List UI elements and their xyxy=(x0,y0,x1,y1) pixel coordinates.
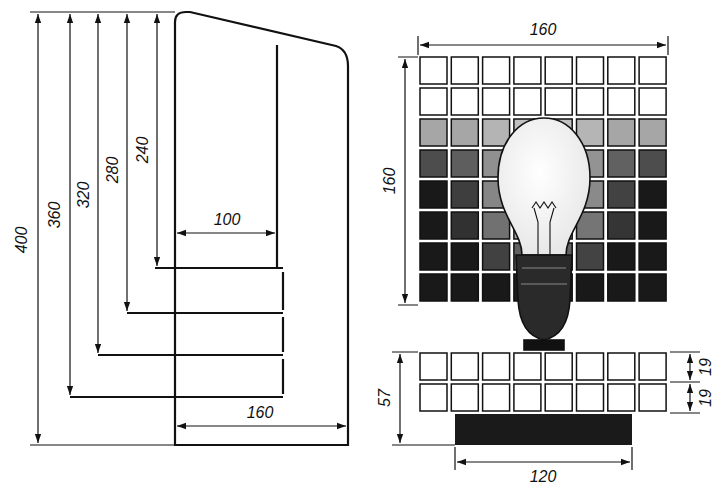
tile xyxy=(451,150,478,177)
tile xyxy=(608,384,635,411)
tile xyxy=(577,353,604,380)
tile xyxy=(608,212,635,239)
tile xyxy=(514,384,541,411)
base-block xyxy=(455,414,632,445)
tile xyxy=(639,243,666,270)
tile xyxy=(451,181,478,208)
tile xyxy=(483,119,510,146)
tile xyxy=(483,88,510,115)
tile xyxy=(451,212,478,239)
tile xyxy=(420,57,447,84)
side-profile xyxy=(70,12,348,445)
tile xyxy=(483,274,510,301)
tile xyxy=(420,274,447,301)
dimension-label: 120 xyxy=(530,469,557,485)
tile xyxy=(451,384,478,411)
tile xyxy=(483,353,510,380)
tile xyxy=(451,274,478,301)
tile xyxy=(483,384,510,411)
tile xyxy=(639,57,666,84)
tile xyxy=(420,150,447,177)
dimension-label: 360 xyxy=(47,202,63,229)
dimension-label: 280 xyxy=(105,157,121,184)
dimension-label: 100 xyxy=(214,212,241,228)
dimension-label: 19 xyxy=(698,358,714,376)
tile xyxy=(639,384,666,411)
tile xyxy=(483,57,510,84)
tile xyxy=(420,212,447,239)
tile xyxy=(608,274,635,301)
tile xyxy=(451,353,478,380)
tile xyxy=(608,150,635,177)
tile xyxy=(420,119,447,146)
light-bulb xyxy=(498,118,590,350)
tile xyxy=(577,274,604,301)
tile xyxy=(420,243,447,270)
tile xyxy=(577,57,604,84)
tile xyxy=(577,243,604,270)
tile xyxy=(639,150,666,177)
tile xyxy=(420,181,447,208)
tile xyxy=(608,353,635,380)
tile xyxy=(451,88,478,115)
dimension-label: 160 xyxy=(382,168,398,195)
tile xyxy=(577,88,604,115)
tile xyxy=(545,353,572,380)
tile xyxy=(451,243,478,270)
dimension-label: 57 xyxy=(377,389,393,407)
dimension-lines xyxy=(30,12,346,445)
tile xyxy=(639,88,666,115)
dimension-label: 19 xyxy=(698,389,714,407)
tile xyxy=(545,57,572,84)
tile xyxy=(639,119,666,146)
tile xyxy=(514,57,541,84)
tile xyxy=(451,119,478,146)
tile xyxy=(608,57,635,84)
tile xyxy=(514,88,541,115)
tile xyxy=(451,57,478,84)
tile xyxy=(639,181,666,208)
dimension-label: 160 xyxy=(247,405,274,421)
tile xyxy=(483,243,510,270)
tile xyxy=(608,243,635,270)
tile xyxy=(639,274,666,301)
dimension-lines-right xyxy=(392,36,700,470)
tile xyxy=(420,384,447,411)
tile xyxy=(608,181,635,208)
tile xyxy=(545,88,572,115)
tile xyxy=(420,353,447,380)
tile xyxy=(420,88,447,115)
dimension-label: 400 xyxy=(14,227,30,254)
tile xyxy=(545,384,572,411)
tile xyxy=(483,212,510,239)
tile xyxy=(608,119,635,146)
dimension-label: 160 xyxy=(530,22,557,38)
dimension-label: 240 xyxy=(135,137,151,164)
tile xyxy=(639,212,666,239)
dimension-label: 320 xyxy=(76,182,92,209)
tile xyxy=(577,384,604,411)
tile xyxy=(608,88,635,115)
tile-base xyxy=(420,353,666,411)
tile xyxy=(514,353,541,380)
tile xyxy=(639,353,666,380)
